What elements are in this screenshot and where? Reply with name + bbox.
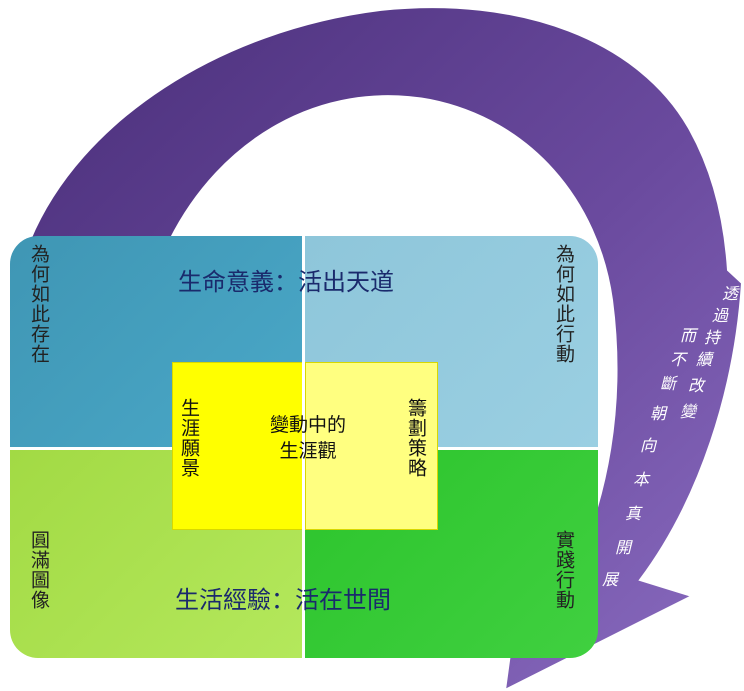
arrow-char-2: 過 [712, 306, 729, 325]
arrow-char-15: 展 [602, 570, 619, 589]
arrow-char-6: 變 [680, 402, 697, 421]
arrow-char-8: 不 [670, 350, 687, 369]
arrow-char-5: 改 [688, 376, 705, 395]
bottom-label: 生活經驗：活在世間 [175, 586, 391, 614]
corner-top-right: 為何如此行動 [553, 244, 575, 364]
arrow-char-11: 向 [640, 436, 657, 455]
center-right-label: 籌劃策略 [405, 398, 427, 478]
center-left-box [172, 362, 305, 530]
center-divider [302, 362, 305, 530]
arrow-char-1: 透 [722, 284, 739, 303]
corner-top-left: 為何如此存在 [28, 244, 50, 364]
arrow-char-12: 本 [633, 470, 650, 489]
center-title-line2: 生涯觀 [279, 440, 337, 462]
center-left-label: 生涯願景 [178, 398, 200, 478]
arrow-char-10: 朝 [650, 404, 667, 423]
arrow-char-13: 真 [625, 504, 642, 523]
corner-bottom-left: 圓滿圖像 [28, 530, 50, 610]
center-title-line1: 變動中的 [269, 414, 346, 436]
arrow-char-3: 持 [704, 328, 721, 347]
arrow-char-4: 續 [696, 350, 713, 369]
arrow-char-7: 而 [680, 326, 697, 345]
center-right-box [305, 362, 438, 530]
arrow-char-9: 斷 [660, 374, 677, 393]
corner-bottom-right: 實踐行動 [553, 530, 575, 610]
arrow-char-14: 開 [615, 538, 632, 557]
center-title: 變動中的 生涯觀 [238, 412, 378, 464]
top-label: 生命意義：活出天道 [178, 268, 394, 296]
